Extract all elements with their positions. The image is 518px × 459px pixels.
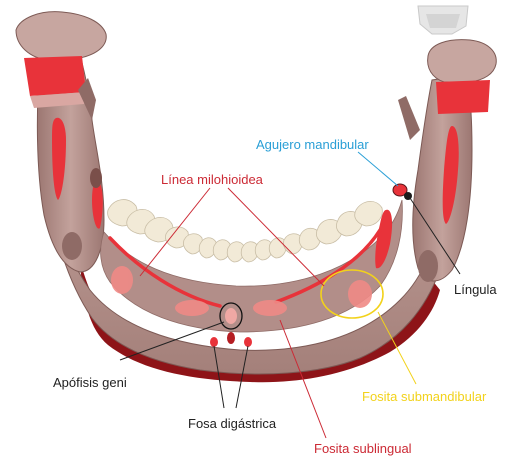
right-condyle bbox=[428, 40, 497, 114]
fosa-digastrica-marker bbox=[227, 332, 235, 344]
left-gonion-shadow bbox=[62, 232, 82, 260]
label-fosita-submandibular: Fosita submandibular bbox=[362, 389, 486, 404]
label-agujero-mandibular: Agujero mandibular bbox=[256, 137, 369, 152]
label-apofisis-geni: Apófisis geni bbox=[53, 375, 127, 390]
label-fosa-digastrica: Fosa digástrica bbox=[188, 416, 276, 431]
leader-agujero-mandibular bbox=[358, 152, 398, 186]
right-gonion-shadow bbox=[418, 250, 438, 282]
fosa-digastrica-left bbox=[210, 337, 218, 347]
teeth-row bbox=[108, 200, 383, 262]
skull-fragment bbox=[418, 6, 468, 34]
label-fosita-sublingual: Fosita sublingual bbox=[314, 441, 412, 456]
label-linea-milohioidea: Línea milohioidea bbox=[161, 172, 263, 187]
right-coronoid-process bbox=[398, 96, 420, 140]
apofisis-geni-marker bbox=[225, 308, 237, 324]
left-mandibular-notch-shadow bbox=[90, 168, 102, 188]
fosa-digastrica-right bbox=[244, 337, 252, 347]
label-lingula: Língula bbox=[454, 282, 497, 297]
